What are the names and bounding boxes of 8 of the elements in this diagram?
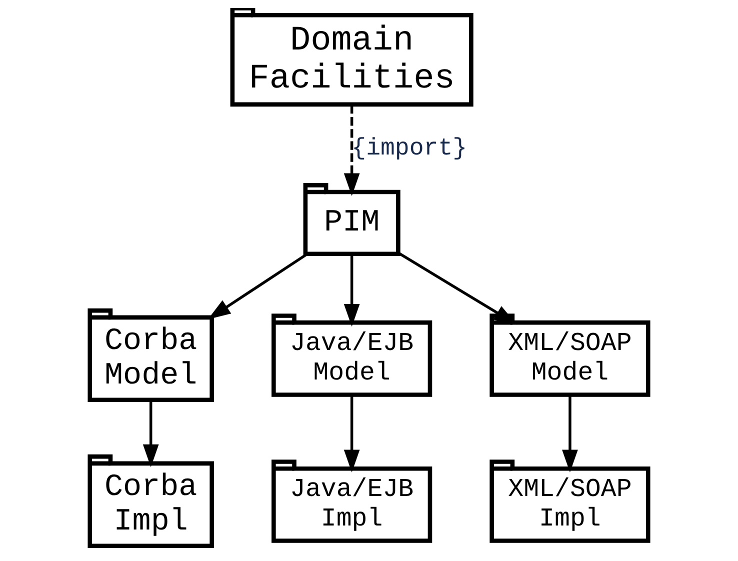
arrow	[344, 394, 360, 472]
arrow	[398, 252, 517, 325]
arrow	[344, 254, 360, 327]
arrow	[344, 105, 360, 196]
arrow	[142, 400, 159, 468]
arrow	[208, 252, 308, 320]
arrow	[562, 394, 578, 472]
edge-label: {import}	[352, 136, 468, 163]
